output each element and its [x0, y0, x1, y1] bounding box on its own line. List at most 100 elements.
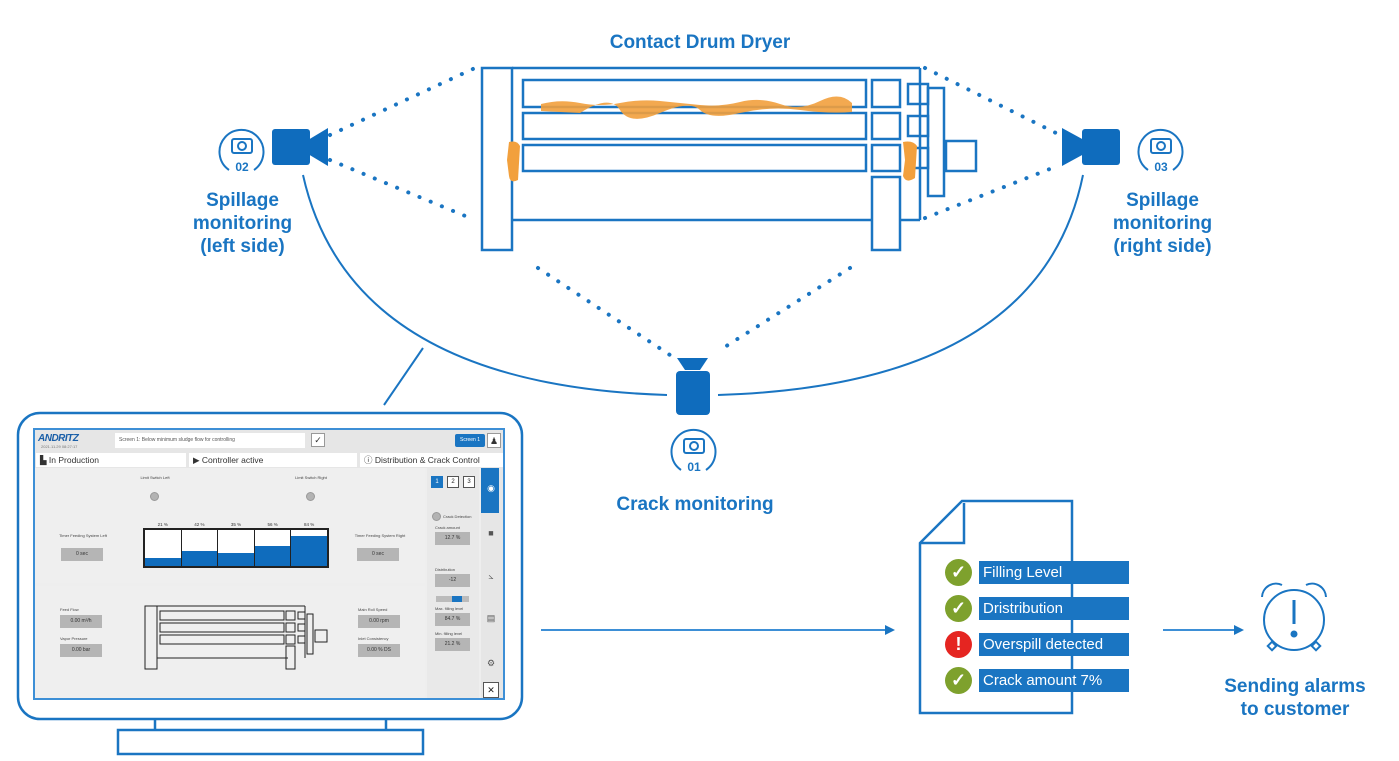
alert-icon: ! [945, 631, 972, 658]
sight-line-bottom-right [718, 266, 852, 352]
report-item-filling-level: Filling Level [979, 561, 1129, 584]
label-line: monitoring [192, 212, 293, 234]
connector-line [383, 347, 424, 406]
fill-level-bars: 21 %42 % 35 % 56 % 84 % [143, 522, 329, 568]
camera-label-01: Crack monitoring [616, 494, 774, 515]
fill-level-bar-fill [254, 545, 291, 566]
vapor-pressure-label: Vapor Pressure [60, 636, 88, 641]
hmi-crack-panel: 1 2 3 Crack Detection Crack amount 12.7 … [427, 468, 479, 698]
camera-arc-left [302, 174, 668, 396]
monitor-stand [116, 728, 425, 756]
fill-level-label: 84 % [304, 522, 315, 527]
drum-2 [521, 111, 868, 141]
fill-level-bar: 35 % [218, 522, 255, 566]
camera-tab-2[interactable]: 2 [447, 476, 459, 488]
video-camera-left-icon [272, 128, 328, 166]
camera-tab-3[interactable]: 3 [463, 476, 475, 488]
user-icon[interactable]: ♟ [487, 433, 501, 448]
camera-number-02: 02 [235, 160, 249, 174]
arrow-to-alarm [1163, 625, 1244, 635]
close-icon[interactable]: ✕ [483, 682, 499, 698]
limit-switch-right-label: Limit Switch Right [295, 475, 327, 480]
hmi-fill-panel: Limit Switch Left Limit Switch Right Tim… [35, 468, 425, 583]
limit-switch-left-lamp [150, 492, 159, 501]
status-mode: ⓘ Distribution & Crack Control [360, 453, 503, 467]
camera-label-03: Spillage monitoring (right side) [1085, 190, 1240, 258]
hmi-statusbar: ▙ In Production ▶ Controller active ⓘ Di… [35, 452, 503, 468]
sight-line-right-bottom [923, 163, 1062, 220]
chart-icon[interactable]: ⦣ [488, 571, 494, 581]
fill-level-bar-fill [291, 535, 327, 566]
camera-badge-01 [670, 428, 717, 471]
report-item-distribution: Dristribution [979, 597, 1129, 620]
timer-left-label: Timer Feeding System Left [59, 533, 107, 538]
min-fill-label: Min. filling level [435, 631, 463, 636]
video-camera-right-icon [1062, 128, 1120, 166]
camera-label-02: Spillage monitoring (left side) [170, 190, 315, 258]
fill-level-bar: 21 % [145, 522, 182, 566]
sidebar-item-view[interactable]: ◉ [481, 468, 499, 513]
acknowledge-button[interactable]: ✓ [311, 433, 325, 447]
camera-number-03: 03 [1154, 160, 1168, 174]
fill-level-label: 35 % [230, 522, 242, 527]
monitor-frame [16, 411, 524, 721]
sight-line-left-bottom [328, 158, 477, 222]
crack-detection-lamp [432, 512, 441, 521]
document-icon[interactable]: ▤ [486, 613, 496, 623]
contact-drum-dryer [480, 66, 978, 252]
inlet-consistency-label: Inlet Consistency [358, 636, 389, 641]
timer-right-label: Timer Feeding System Right [354, 533, 406, 538]
sight-line-left-top [328, 66, 477, 137]
camera-badge-03 [1137, 128, 1184, 171]
hmi-screen: ANDRITZ 2021.11.29 08:27:17 Screen 1: Be… [33, 428, 505, 700]
max-fill-value: 84.7 % [435, 613, 470, 626]
distribution-value: -12 [435, 574, 470, 587]
camera-number-01: 01 [687, 460, 701, 474]
status-label: In Production [48, 455, 99, 465]
main-roll-speed-label: Main Roll Speed [358, 607, 388, 612]
status-controller: ▶ Controller active [189, 453, 357, 467]
report-item-overspill: Overspill detected [979, 633, 1129, 656]
limit-switch-right-lamp [306, 492, 315, 501]
timer-right-value: 0 sec [357, 548, 399, 561]
label-line: Sending alarms [1224, 676, 1366, 697]
status-production: ▙ In Production [36, 453, 186, 467]
crack-amount-label: Crack amount [435, 525, 460, 530]
distribution-label: Distribution [435, 567, 456, 572]
fill-level-bar: 84 % [291, 522, 327, 566]
camera-icon[interactable]: ■ [488, 528, 494, 538]
hmi-sidebar: ◉ ■ ⦣ ▤ ⚙ ✕ [481, 468, 503, 698]
screen-button[interactable]: Screen 1 [455, 434, 485, 447]
status-label: Controller active [201, 455, 264, 465]
max-fill-label: Max. filling level [435, 606, 464, 611]
fill-level-bar-fill [181, 550, 218, 566]
camera-tab-1[interactable]: 1 [431, 476, 443, 488]
gear-icon[interactable]: ⚙ [486, 658, 496, 668]
eye-icon: ◉ [487, 483, 495, 493]
label-line: Spillage [206, 190, 279, 211]
distribution-slider[interactable] [436, 596, 469, 602]
andritz-logo: ANDRITZ [38, 433, 79, 444]
fill-level-bar: 42 % [181, 522, 219, 566]
distribution-slider-handle[interactable] [451, 596, 462, 602]
drum-3 [521, 143, 868, 173]
info-icon: ⓘ [364, 455, 375, 465]
sight-lines [328, 66, 1062, 357]
check-icon: ✓ [945, 595, 972, 622]
drum-1 [521, 78, 868, 109]
arrow-to-report [541, 625, 895, 635]
spillage-right [903, 141, 917, 181]
video-camera-bottom-icon [676, 358, 710, 415]
fill-level-bar: 56 % [254, 522, 292, 566]
feed-flow-value: 0.00 m³/h [60, 615, 102, 628]
alarm-label: Sending alarms to customer [1200, 676, 1390, 722]
check-icon: ✓ [945, 559, 972, 586]
feed-flow-label: Feed Flow [60, 607, 79, 612]
sight-line-bottom-left [536, 266, 672, 357]
inlet-consistency-value: 0.00 % DS [358, 644, 400, 657]
crack-detection-label: Crack Detection [443, 514, 472, 519]
min-fill-value: 21.2 % [435, 638, 470, 651]
label-line: to customer [1240, 698, 1350, 720]
label-line: monitoring [1112, 212, 1213, 234]
